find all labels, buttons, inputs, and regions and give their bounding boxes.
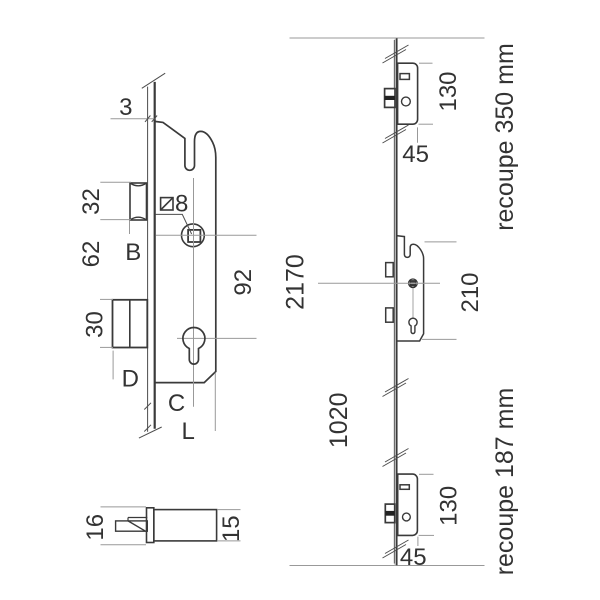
svg-text:130: 130: [435, 71, 462, 111]
svg-text:2170: 2170: [281, 254, 309, 310]
svg-text:92: 92: [230, 269, 257, 296]
svg-text:B: B: [125, 239, 141, 266]
svg-text:C: C: [168, 390, 185, 417]
svg-text:15: 15: [218, 515, 245, 542]
svg-text:45: 45: [402, 141, 429, 168]
svg-text:16: 16: [82, 514, 109, 541]
svg-text:L: L: [182, 418, 195, 445]
svg-text:130: 130: [436, 486, 463, 526]
svg-text:D: D: [122, 366, 139, 393]
svg-text:3: 3: [119, 94, 132, 121]
svg-text:8: 8: [175, 191, 188, 218]
svg-text:30: 30: [81, 311, 108, 338]
svg-text:1020: 1020: [325, 392, 353, 448]
svg-text:recoupe 350 mm: recoupe 350 mm: [491, 43, 519, 231]
svg-text:210: 210: [457, 272, 484, 312]
svg-text:62: 62: [78, 241, 105, 268]
svg-text:32: 32: [78, 188, 105, 215]
svg-text:recoupe 187 mm: recoupe 187 mm: [491, 388, 519, 576]
svg-text:45: 45: [400, 544, 427, 571]
